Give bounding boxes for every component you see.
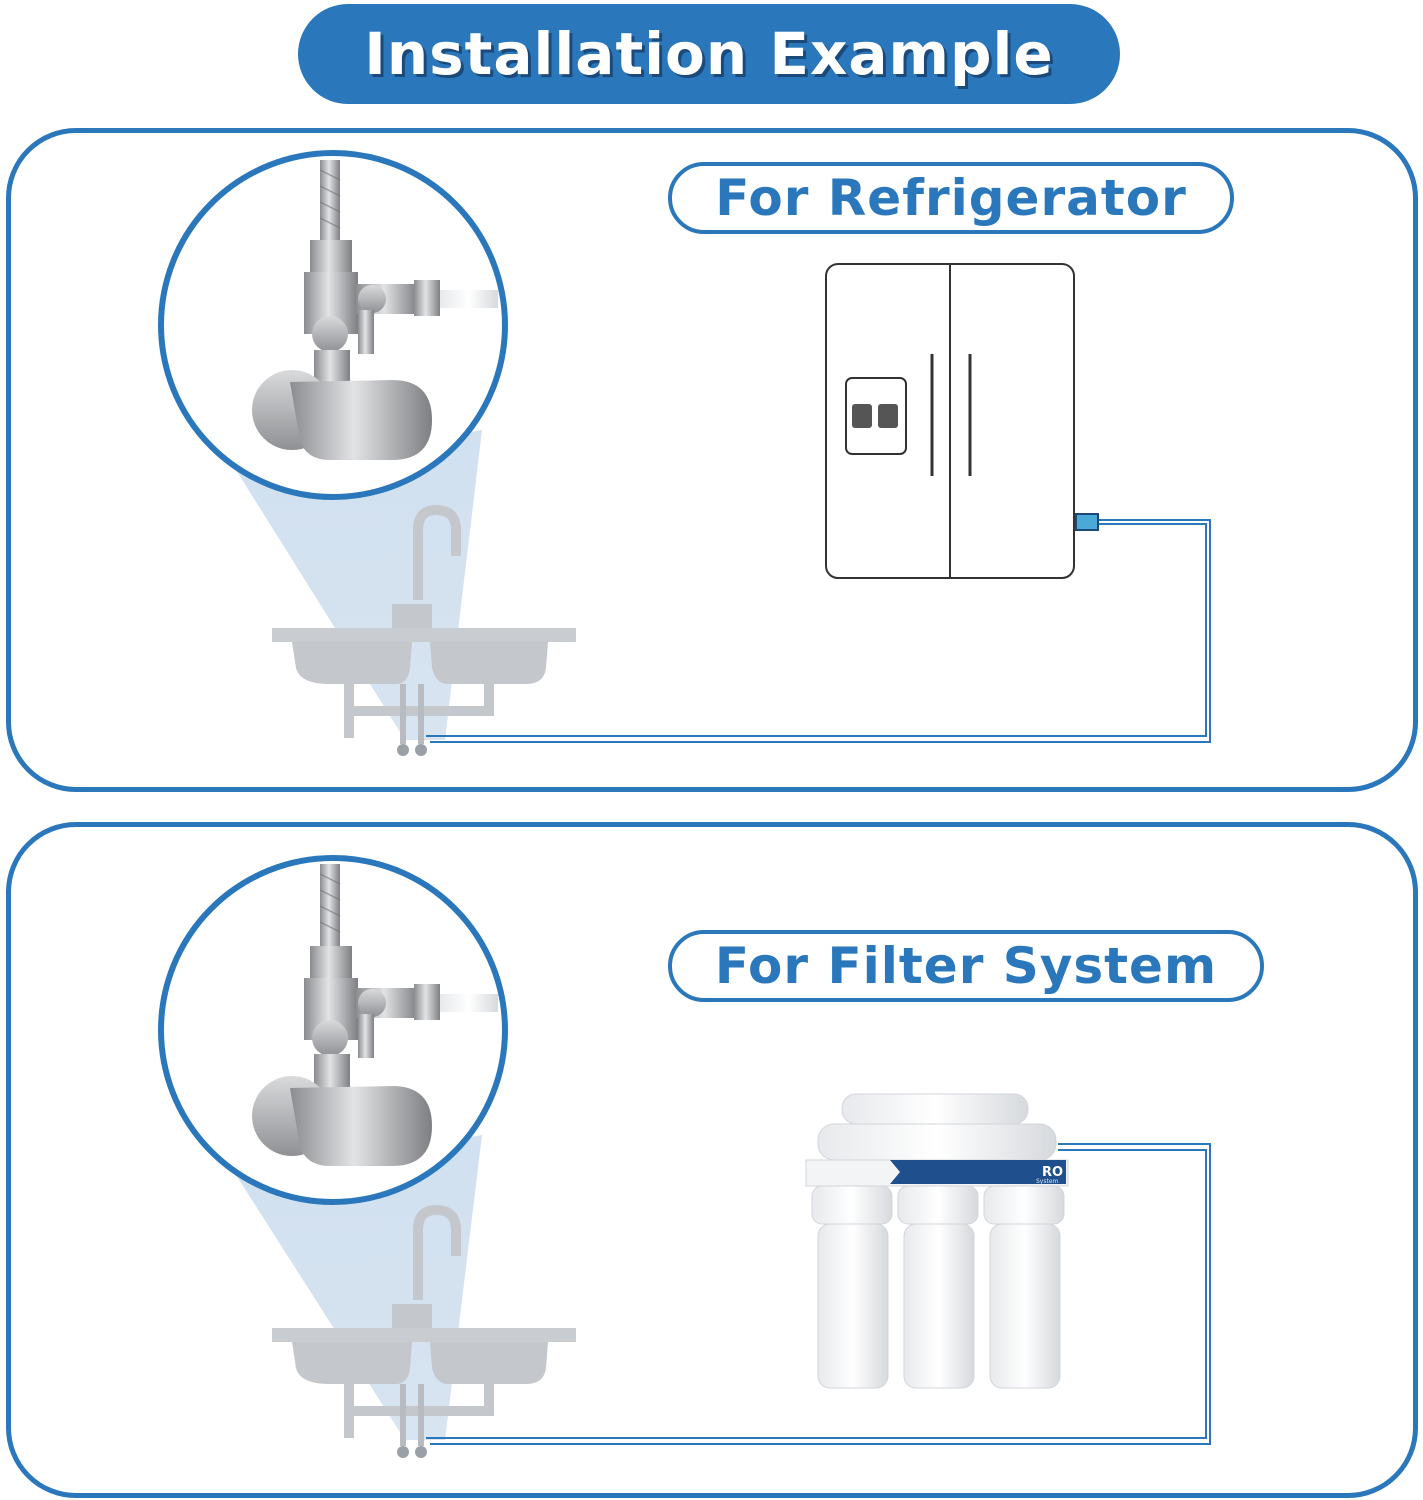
sink-icon-bottom (272, 1204, 576, 1458)
water-line-top (426, 513, 1211, 743)
ro-sub-label: System (1036, 1178, 1059, 1185)
ro-brand-label: RO (1042, 1165, 1063, 1180)
sink-icon (272, 504, 576, 756)
refrigerator-icon (825, 263, 1075, 579)
valve-zoom-cone-top (236, 430, 482, 740)
page-title: Installation Example (364, 20, 1054, 88)
refrigerator-label: For Refrigerator (715, 169, 1187, 227)
filter-system-label: For Filter System (714, 937, 1218, 995)
valve-icon-bottom (252, 864, 498, 1166)
valve-icon (252, 160, 498, 460)
filter-system-label-pill: For Filter System (668, 930, 1264, 1002)
title-banner: Installation Example (298, 4, 1120, 104)
refrigerator-label-pill: For Refrigerator (668, 162, 1234, 234)
water-line-bottom (426, 1143, 1211, 1445)
ro-filter-icon: RO System (805, 1093, 1069, 1389)
